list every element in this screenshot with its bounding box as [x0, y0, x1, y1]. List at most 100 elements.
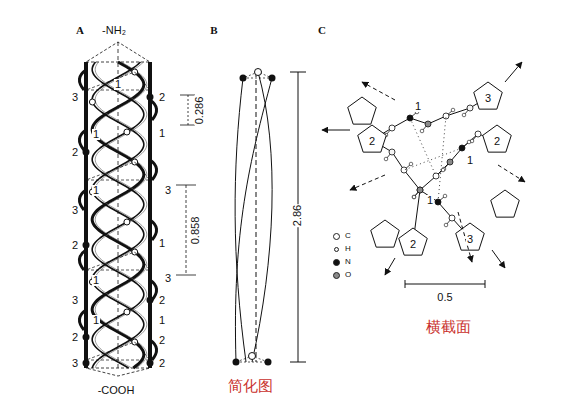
hydrogen-atom: [412, 195, 416, 199]
chain-ribbon: [79, 310, 86, 330]
atom: [425, 121, 431, 127]
chain-ribbon: [79, 250, 86, 270]
atom: [269, 75, 276, 82]
atom: [467, 105, 473, 111]
hydrogen-bond: [438, 116, 446, 202]
legend-swatch: [333, 233, 340, 240]
dimension-marks: [176, 95, 196, 275]
chain-number: 2: [409, 239, 417, 250]
chain-number: 3: [466, 234, 474, 245]
proline-ring: [348, 97, 377, 124]
hydrogen-atom: [412, 195, 416, 199]
atom: [447, 159, 453, 165]
hydrogen-atom: [451, 108, 455, 112]
panel-letter: B: [209, 25, 218, 36]
chain-bar: [148, 62, 152, 368]
proline-ring: [491, 190, 520, 217]
proline-ring: [474, 82, 503, 109]
residue: [124, 129, 130, 135]
chain-number: 3: [71, 92, 79, 103]
proline-ring: [483, 125, 512, 152]
chain-number: 1: [158, 315, 166, 326]
chain-number: 1: [92, 275, 100, 286]
chain-ribbon: [150, 340, 157, 360]
dimension-label: 0.858: [191, 215, 202, 245]
atom: [147, 297, 154, 304]
panel-letter: A: [75, 25, 85, 36]
atom: [249, 353, 256, 360]
dashed-triangle: [86, 162, 150, 180]
chain-number: -NH₂: [101, 25, 127, 36]
backbone: [413, 134, 497, 243]
chain-number: 1: [466, 155, 474, 166]
hydrogen-atom: [444, 223, 448, 227]
legend-swatch: [333, 259, 340, 266]
residue: [124, 219, 130, 225]
atom: [83, 334, 90, 341]
legend-text: C: [345, 232, 351, 240]
chain-number: 3: [71, 295, 79, 306]
legend-swatch: [333, 272, 340, 279]
chain-ribbon: [150, 100, 157, 120]
dimension-label: 0.286: [195, 95, 206, 125]
simplified-helix: [235, 72, 306, 362]
chain-number: 1: [92, 185, 100, 196]
scale-bar: [405, 280, 485, 288]
chain-number: 2: [158, 92, 166, 103]
helix-strand-edge: [95, 62, 147, 368]
backbone: [372, 97, 488, 140]
dashed-triangle: [86, 72, 150, 90]
dimension-label: 2.86: [292, 203, 303, 226]
atom: [83, 242, 90, 249]
hydrogen-atom: [384, 157, 388, 161]
hydrogen-atom: [442, 167, 446, 171]
hydrogen-atom: [443, 194, 447, 198]
residue: [124, 309, 130, 315]
legend-text: H: [345, 245, 351, 253]
chain-number: 1: [426, 195, 434, 206]
hydrogen-atom: [441, 168, 445, 172]
atom: [449, 215, 455, 221]
atom: [240, 75, 247, 82]
atom: [389, 125, 395, 131]
atom: [147, 94, 154, 101]
chain-number: 0.5: [436, 292, 453, 303]
atom: [475, 131, 481, 137]
legend-text: N: [345, 258, 351, 266]
atom: [433, 173, 439, 179]
chain-number: 2: [71, 240, 79, 251]
proline-ring: [456, 223, 485, 250]
chain-number: 2: [158, 358, 166, 369]
dashed-triangle: [86, 368, 150, 376]
chain-number: 3: [164, 185, 172, 196]
chain-number: 3: [164, 273, 172, 284]
helix-strand: [92, 62, 144, 368]
chain-number: -COOH: [97, 385, 136, 396]
atom: [265, 359, 272, 366]
chain-bar: [84, 62, 88, 368]
chain-number: 2: [71, 332, 79, 343]
caption-label: 简化图: [227, 378, 274, 393]
chain-ribbon: [150, 160, 157, 180]
chain-number: 2: [368, 136, 376, 147]
proline-ring: [358, 125, 387, 152]
chain-number: 1: [92, 129, 100, 140]
helix-strand: [92, 62, 144, 368]
chain-ribbon: [79, 130, 86, 150]
helix-strand-edge: [95, 62, 147, 368]
atom: [417, 187, 423, 193]
atom: [233, 359, 240, 366]
atom: [83, 149, 90, 156]
hydrogen-bond: [404, 148, 462, 170]
proline-ring: [399, 228, 428, 255]
chain-ribbon: [79, 190, 86, 210]
chain-ribbon: [79, 70, 86, 90]
dashed-triangle: [86, 252, 150, 270]
chain-number: 1: [414, 101, 422, 112]
atom: [417, 187, 423, 193]
cross-section: [348, 82, 520, 255]
direction-arrows: [322, 62, 525, 275]
chain-number: 1: [158, 238, 166, 249]
hydrogen-atom: [467, 140, 471, 144]
